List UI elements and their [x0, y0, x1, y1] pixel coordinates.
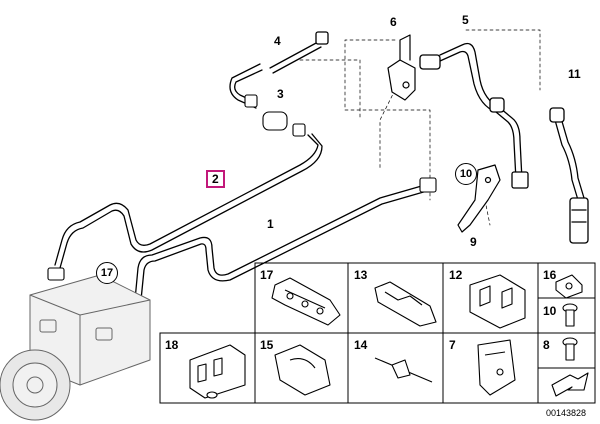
grid-label-7: 7: [449, 338, 456, 352]
grid-label-16: 16: [543, 268, 557, 282]
fitting-right: [419, 177, 437, 193]
part-12-holder: [469, 274, 526, 329]
diagram-id: 00143828: [546, 408, 587, 418]
grid-label-13: 13: [354, 268, 368, 282]
grid-label-10: 10: [543, 304, 557, 318]
grid-label-15: 15: [260, 338, 274, 352]
part-11: [549, 107, 589, 244]
part-7-bracket: [477, 339, 516, 396]
part-14-strip: [374, 357, 433, 383]
callout-9: 9: [470, 235, 477, 249]
direction-arrow-icon: [551, 372, 589, 397]
callout-10-circled: 10: [455, 163, 477, 185]
part-15-clip: [274, 344, 331, 396]
part-8-bolt: [562, 337, 578, 361]
fitting-left-1: [47, 267, 65, 281]
leader-lines: [299, 29, 541, 226]
brake-pipe-1: [134, 184, 428, 301]
callout-3: 3: [277, 87, 284, 101]
part-5: [419, 42, 529, 189]
grid-label-18: 18: [165, 338, 179, 352]
part-18-clip: [189, 344, 246, 399]
part-17-clip: [271, 277, 341, 326]
grid-label-14: 14: [354, 338, 368, 352]
fitting-3: [244, 94, 306, 137]
callout-6: 6: [390, 15, 397, 29]
abs-unit: [0, 274, 151, 421]
grid-label-12: 12: [449, 268, 463, 282]
grid-label-17: 17: [260, 268, 274, 282]
callout-17-circled: 17: [96, 262, 118, 284]
brake-pipe-2: [54, 133, 323, 269]
part-6: [387, 34, 416, 101]
grid-label-8: 8: [543, 338, 550, 352]
callout-4: 4: [274, 34, 281, 48]
callout-11: 11: [568, 67, 581, 81]
connector-tube-upper: [229, 63, 263, 109]
part-4: [269, 31, 329, 74]
part-13-clip: [374, 281, 437, 327]
callout-2-highlighted: 2: [206, 170, 225, 188]
part-16-nut: [555, 274, 583, 299]
part-9: [457, 164, 501, 233]
callout-5: 5: [462, 13, 469, 27]
callout-1: 1: [267, 217, 274, 231]
part-10-bolt: [562, 303, 578, 327]
